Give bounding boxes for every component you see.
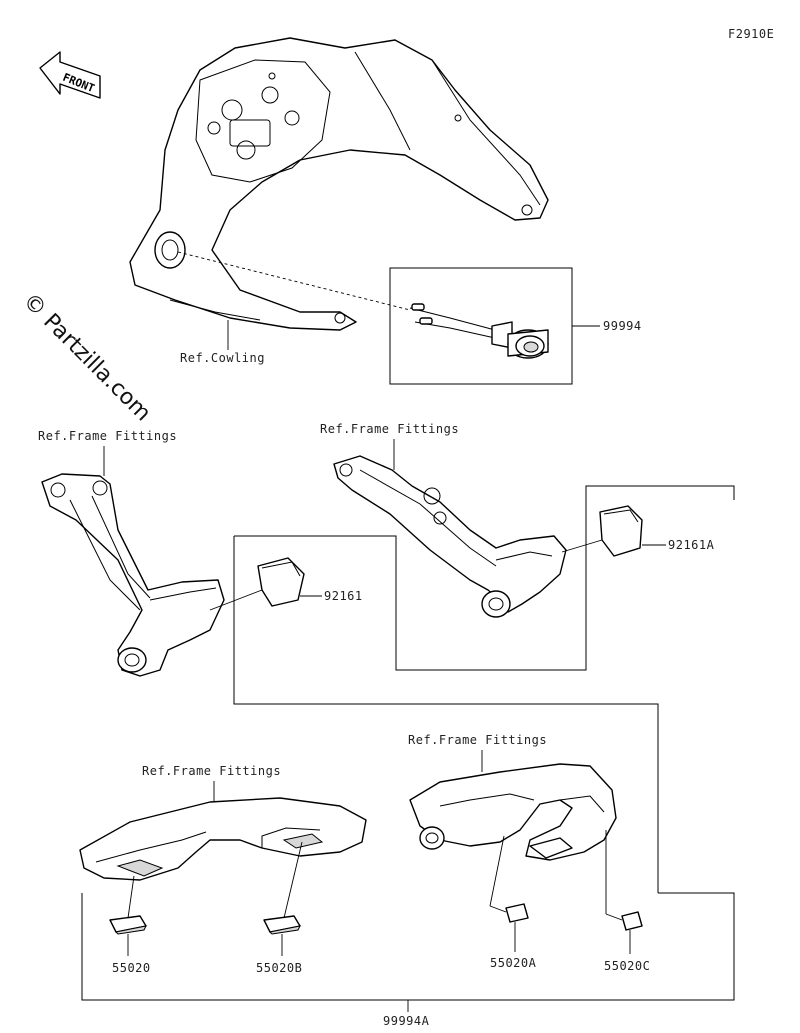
bottom-right-fitting-illustration xyxy=(409,763,617,861)
pad-92161A-illustration xyxy=(599,505,643,557)
label-99994: 99994 xyxy=(603,319,642,333)
power-socket-illustration xyxy=(409,303,549,359)
label-ref-frame-bottom-left: Ref.Frame Fittings xyxy=(142,764,281,778)
bottom-left-fitting-illustration xyxy=(79,797,367,881)
front-arrow-icon: FRONT xyxy=(39,51,101,99)
label-99994A: 99994A xyxy=(383,1014,430,1028)
label-55020C: 55020C xyxy=(604,959,650,973)
left-frame-fitting-illustration xyxy=(41,473,225,677)
pad-55020B-illustration xyxy=(263,915,301,935)
label-92161: 92161 xyxy=(324,589,363,603)
label-ref-frame-right-top: Ref.Frame Fittings xyxy=(320,422,459,436)
pad-55020C-illustration xyxy=(621,911,643,931)
label-ref-cowling: Ref.Cowling xyxy=(180,351,265,365)
pad-55020-illustration xyxy=(109,915,147,935)
watermark: © Partzilla.com xyxy=(18,289,156,427)
cowling-illustration xyxy=(129,37,549,331)
label-92161A: 92161A xyxy=(668,538,715,552)
label-55020: 55020 xyxy=(112,961,151,975)
diagram-code: F2910E xyxy=(728,27,774,41)
pad-92161-illustration xyxy=(257,557,305,607)
label-ref-frame-bottom-right: Ref.Frame Fittings xyxy=(408,733,547,747)
box-92161 xyxy=(234,485,735,671)
label-ref-frame-left: Ref.Frame Fittings xyxy=(38,429,177,443)
label-55020B: 55020B xyxy=(256,961,302,975)
right-frame-fitting-illustration xyxy=(333,455,567,618)
pad-55020A-illustration xyxy=(505,903,529,923)
label-55020A: 55020A xyxy=(490,956,537,970)
